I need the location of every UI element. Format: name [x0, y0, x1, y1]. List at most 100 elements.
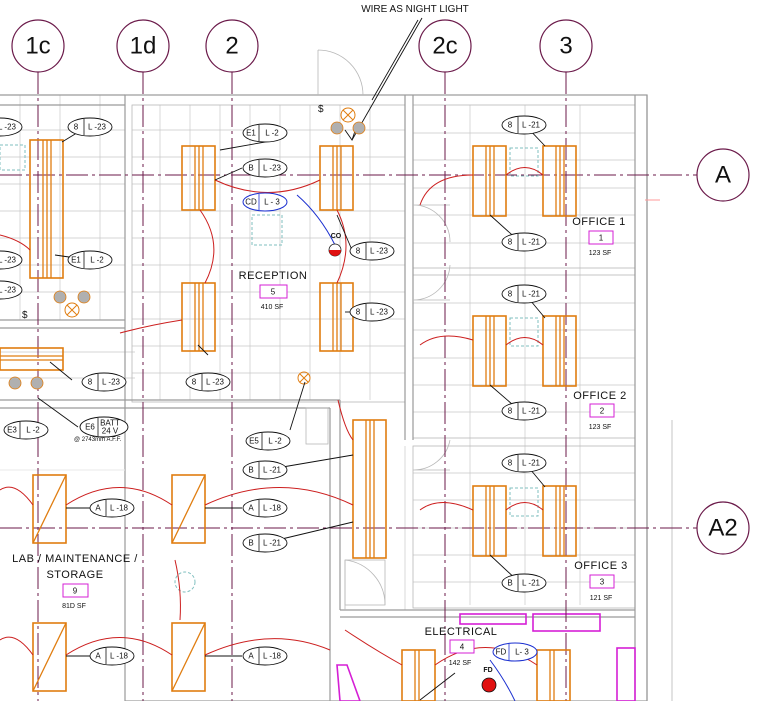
- tag-circuit: L -21: [522, 459, 540, 468]
- tag-fixture-type: A: [248, 652, 254, 661]
- tag-circuit: L -21: [263, 539, 281, 548]
- tag-circuit: L -2: [90, 256, 104, 265]
- grid-bubble-a: A: [696, 148, 750, 202]
- tag-circuit: L -18: [110, 504, 128, 513]
- tag-fixture-type: A: [248, 504, 254, 513]
- light-fixtures: [0, 139, 577, 701]
- tag-fixture-type: E5: [249, 437, 259, 446]
- tag-fixture-type: B: [248, 164, 253, 173]
- tag-ellipse: [67, 117, 113, 137]
- fixture: [319, 282, 354, 352]
- room-name: OFFICE 3: [574, 560, 628, 572]
- room-name: OFFICE 2: [573, 390, 627, 402]
- tag-ellipse: [242, 123, 288, 143]
- fixture: [181, 145, 216, 211]
- tag-circuit: L -23: [370, 247, 388, 256]
- fixture-1x4: [171, 622, 206, 692]
- tag-ellipse: [501, 401, 547, 421]
- tag-ellipse: [501, 115, 547, 135]
- grid-bubble-3: 3: [539, 19, 593, 73]
- tag-ellipse: [89, 498, 135, 518]
- tag-circuit: L -23: [0, 123, 17, 132]
- fixture: [542, 315, 577, 387]
- tag-circuit: L -23: [263, 164, 281, 173]
- tag-circuit: L -18: [263, 504, 281, 513]
- room-area: 123 SF: [589, 424, 612, 431]
- circuit-tag: A L -18: [242, 498, 288, 518]
- tag-ellipse: [501, 284, 547, 304]
- room-number: 4: [460, 643, 465, 652]
- room-area: 81D SF: [62, 603, 86, 610]
- svg-text:$: $: [318, 104, 324, 115]
- tag-circuit: L -21: [522, 290, 540, 299]
- tag-circuit: L -23: [206, 378, 224, 387]
- co-detector: CO: [296, 194, 342, 257]
- tag-ellipse: [79, 416, 129, 438]
- circuit-tag: 8 L -23: [349, 241, 395, 261]
- tag-ellipse: [3, 420, 49, 440]
- tag-fixture-type: A: [95, 652, 101, 661]
- emergency-lights: $ $: [8, 104, 366, 390]
- tag-fixture-type: 8: [508, 407, 513, 416]
- tag-circuit: L -23: [370, 308, 388, 317]
- grid-label-2c: 2c: [432, 33, 457, 60]
- tag-ellipse: [242, 498, 288, 518]
- tag-ellipse: [245, 431, 291, 451]
- room-reception: RECEPTION 5 410 SF: [239, 270, 307, 311]
- room-name-line1: LAB / MAINTENANCE /: [12, 553, 138, 565]
- grid-label-a2: A2: [708, 515, 737, 542]
- tag-fixture-type: E3: [7, 426, 17, 435]
- grid-bubble-2: 2: [205, 19, 259, 73]
- room-electrical: ELECTRICAL 4 142 SF: [425, 626, 497, 667]
- tag-text: 24 V: [102, 427, 119, 436]
- fd-detector: FD: [481, 659, 516, 701]
- room-area: 410 SF: [261, 304, 284, 311]
- tag-circuit: L -18: [110, 652, 128, 661]
- tag-ellipse: [89, 646, 135, 666]
- fixture: [181, 282, 216, 352]
- tag-ellipse: [0, 280, 23, 300]
- tag-circuit: L -23: [88, 123, 106, 132]
- tag-ellipse: [242, 192, 288, 212]
- tag-fixture-type: 8: [508, 290, 513, 299]
- tag-ellipse: [242, 158, 288, 178]
- circuit-tag: A L -18: [89, 498, 135, 518]
- tag-ellipse: [501, 573, 547, 593]
- grid-label-a: A: [715, 162, 731, 189]
- co-label: CO: [331, 233, 342, 240]
- tag-circuit: L -23: [0, 286, 17, 295]
- fd-label: FD: [483, 667, 492, 674]
- fixture: [319, 145, 354, 211]
- tag-ellipse: [0, 117, 23, 137]
- fixture: [472, 485, 507, 557]
- note-leader: [351, 17, 423, 141]
- tag-fixture-type: 8: [356, 247, 361, 256]
- fixture: [542, 145, 577, 217]
- tag-circuit: L -23: [0, 256, 17, 265]
- grid-label-1c: 1c: [25, 33, 50, 60]
- tag-fixture-type: 8: [508, 459, 513, 468]
- room-area: 123 SF: [589, 250, 612, 257]
- tag-circuit: L -21: [263, 466, 281, 475]
- circuit-tag: 8 L -21: [501, 284, 547, 304]
- tag-fixture-type: 8: [508, 121, 513, 130]
- tag-circuit: L- 3: [515, 648, 529, 657]
- grid-bubble-a2: A2: [696, 501, 750, 555]
- night-light-note: WIRE AS NIGHT LIGHT: [361, 4, 469, 15]
- grid-bubble-2c: 2c: [418, 19, 472, 73]
- tag-fixture-type: A: [95, 504, 101, 513]
- tag-fixture-type: B: [248, 466, 253, 475]
- tag-fixture-type: B: [507, 579, 512, 588]
- tag-ellipse: [492, 642, 538, 662]
- fixture: [472, 315, 507, 387]
